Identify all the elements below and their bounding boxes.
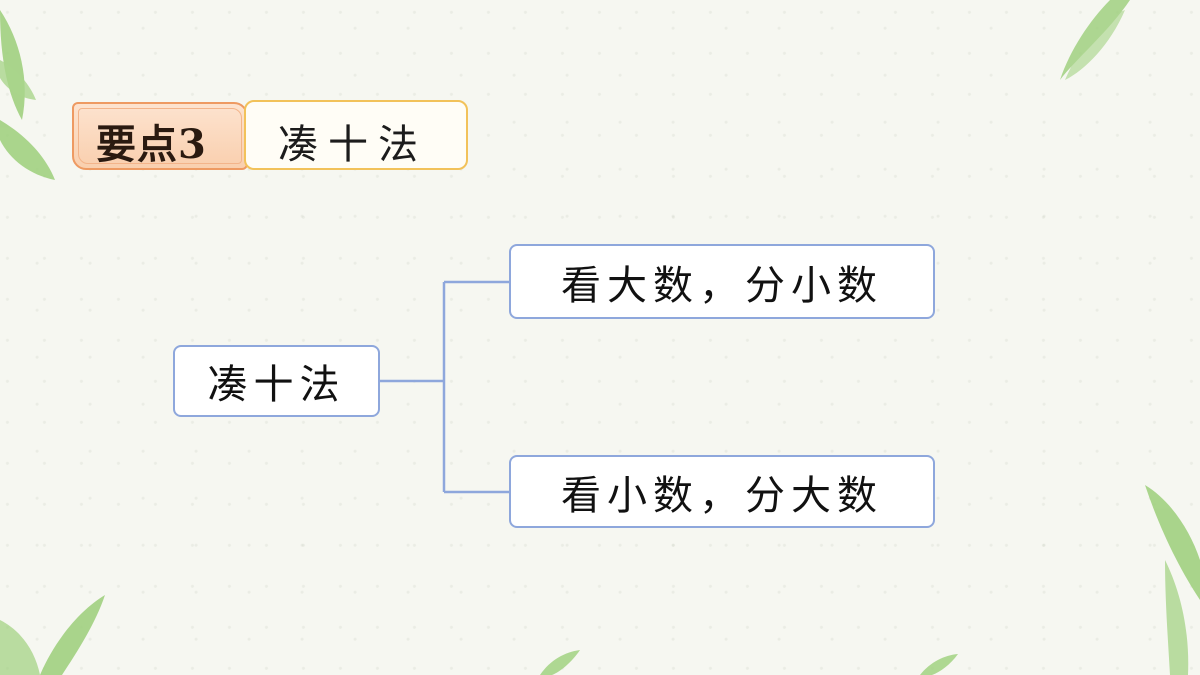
branch-node-2: 看小数，分大数: [509, 455, 935, 528]
branch-node-1: 看大数，分小数: [509, 244, 935, 319]
root-node: 凑十法: [173, 345, 380, 417]
keypoint-label: 要点3: [96, 121, 207, 168]
keypoint-title-box: 凑十法: [244, 100, 468, 170]
keypoint-tag: 要点3: [72, 96, 250, 174]
keypoint-title: 凑十法: [278, 122, 428, 168]
